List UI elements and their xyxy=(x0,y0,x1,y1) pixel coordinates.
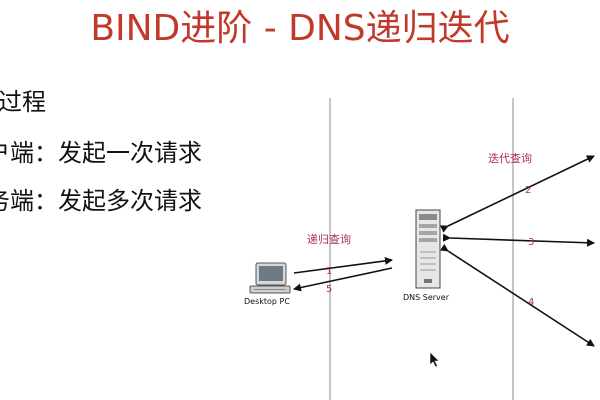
client-line: 户端：发起一次请求 xyxy=(0,139,202,167)
desktop-pc-icon xyxy=(249,262,291,294)
step-4-number: 4 xyxy=(528,297,534,308)
arrow-step-2 xyxy=(439,155,595,233)
recursive-query-label: 递归查询 xyxy=(307,232,351,246)
arrow-step-5 xyxy=(293,267,393,292)
step-1-number: 1 xyxy=(326,266,332,277)
step-5-number: 5 xyxy=(326,284,332,295)
step-3-number: 3 xyxy=(528,237,534,248)
slide-title: BIND进阶 - DNS递归迭代 xyxy=(90,8,510,49)
server-line: 务端：发起多次请求 xyxy=(0,187,202,215)
arrow-step-3 xyxy=(442,233,595,247)
arrow-step-4 xyxy=(439,243,595,347)
process-heading: 过程 xyxy=(0,88,46,116)
iterative-query-label: 迭代查询 xyxy=(488,151,532,165)
desktop-pc-label: Desktop PC xyxy=(244,297,290,306)
mouse-cursor-icon xyxy=(429,351,440,368)
dns-server-label: DNS Server xyxy=(403,293,450,302)
step-2-number: 2 xyxy=(525,185,531,196)
arrow-step-1 xyxy=(293,256,393,274)
dns-server-icon xyxy=(415,209,441,289)
